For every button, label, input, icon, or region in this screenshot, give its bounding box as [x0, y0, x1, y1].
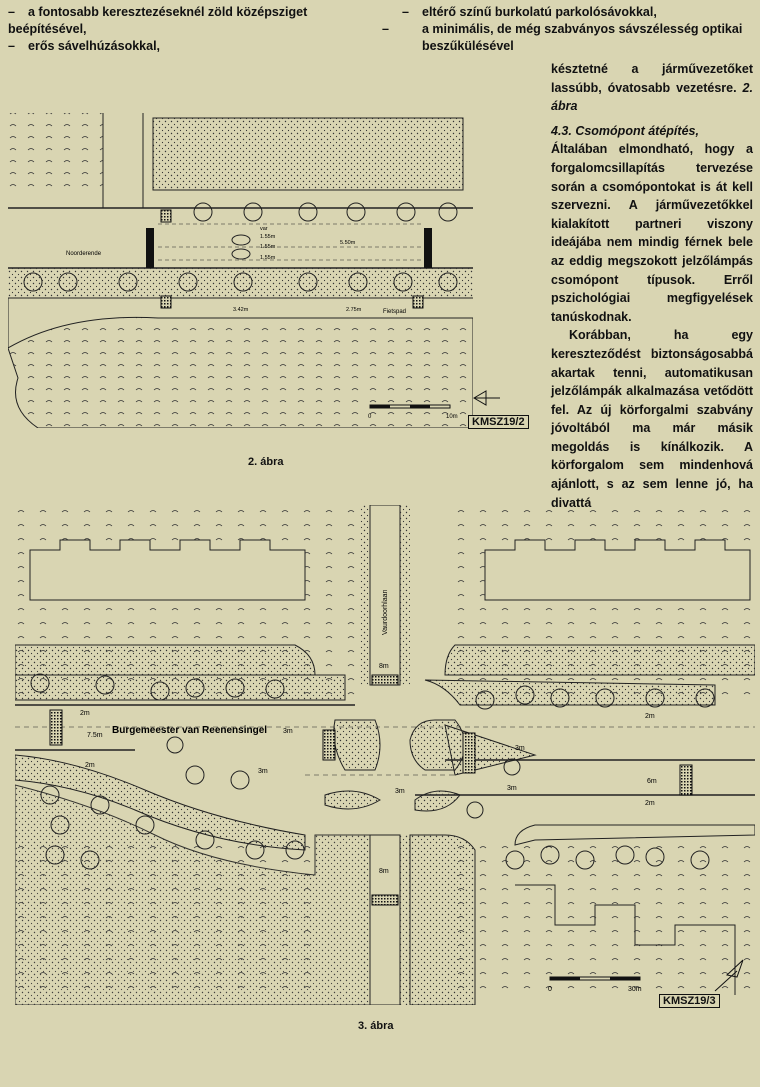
bullet-item: –eltérő színű burkolatú parkolósávokkal, [402, 5, 657, 19]
figure-3-intersection-plan: Vaurdoorhlaan Burgemeester van Reenensin… [15, 505, 755, 1005]
svg-text:8m: 8m [379, 663, 389, 670]
paragraph-3: Korábban, ha egy kereszteződést biztonsá… [551, 328, 753, 510]
bullet-item: –a minimális, de még szabványos sávszéle… [382, 22, 743, 53]
svg-text:2m: 2m [645, 713, 655, 720]
bullet-item: –a fontosabb keresztezéseknél zöld közép… [8, 5, 308, 36]
street-label: Noorderende [66, 251, 102, 257]
bullet-item: –erős sávelhúzásokkal, [8, 39, 161, 53]
svg-text:3m: 3m [507, 785, 517, 792]
figure-3-caption: 3. ábra [358, 1020, 394, 1032]
svg-text:3m: 3m [515, 745, 525, 752]
svg-text:3m: 3m [258, 768, 268, 775]
svg-text:5.50m: 5.50m [340, 240, 356, 246]
north-arrow-icon [714, 959, 744, 992]
bullet-list-left: –a fontosabb keresztezéseknél zöld közép… [8, 4, 388, 55]
scale-bar: 0 10m [368, 404, 458, 420]
svg-text:2.75m: 2.75m [346, 307, 362, 313]
svg-text:2m: 2m [80, 710, 90, 717]
svg-text:var: var [260, 226, 268, 232]
figure-3-code: KMSZ19/3 [659, 994, 720, 1008]
svg-text:1.55m: 1.55m [260, 234, 276, 240]
figure-2-street-plan: Noorderende Fietspad var 1.55m 1.55m 1.5… [8, 113, 473, 428]
svg-text:0: 0 [368, 414, 372, 420]
svg-text:3m: 3m [395, 788, 405, 795]
svg-text:3.42m: 3.42m [233, 307, 249, 313]
svg-text:2m: 2m [645, 800, 655, 807]
figure-2-code: KMSZ19/2 [468, 415, 529, 429]
svg-text:2m: 2m [85, 762, 95, 769]
svg-text:10m: 10m [446, 414, 458, 420]
text-column: késztetné a járművezetőket lassúbb, óvat… [551, 60, 753, 512]
bullet-list-right: –eltérő színű burkolatú parkolósávokkal,… [382, 4, 757, 55]
svg-text:3m: 3m [283, 728, 293, 735]
paragraph-1: késztetné a járművezetőket lassúbb, óvat… [551, 62, 753, 114]
section-heading: 4.3. Csomópont átépítés, [551, 123, 699, 138]
svg-text:7.5m: 7.5m [87, 732, 103, 739]
figure-2-caption: 2. ábra [248, 456, 284, 468]
path-label: Fietspad [383, 309, 406, 315]
scale-bar: 0 30m [548, 976, 642, 993]
north-arrow-icon [472, 389, 502, 412]
paragraph-2: Általában elmondható, hogy a forgalomcsi… [551, 142, 753, 324]
svg-text:8m: 8m [379, 868, 389, 875]
svg-text:1.55m: 1.55m [260, 255, 276, 261]
svg-text:30m: 30m [628, 986, 642, 993]
svg-text:6m: 6m [647, 778, 657, 785]
cross-street-label: Vaurdoorhlaan [382, 589, 389, 635]
svg-text:0: 0 [548, 986, 552, 993]
svg-text:1.55m: 1.55m [260, 244, 276, 250]
main-street-label: Burgemeester van Reenensingel [112, 725, 267, 736]
